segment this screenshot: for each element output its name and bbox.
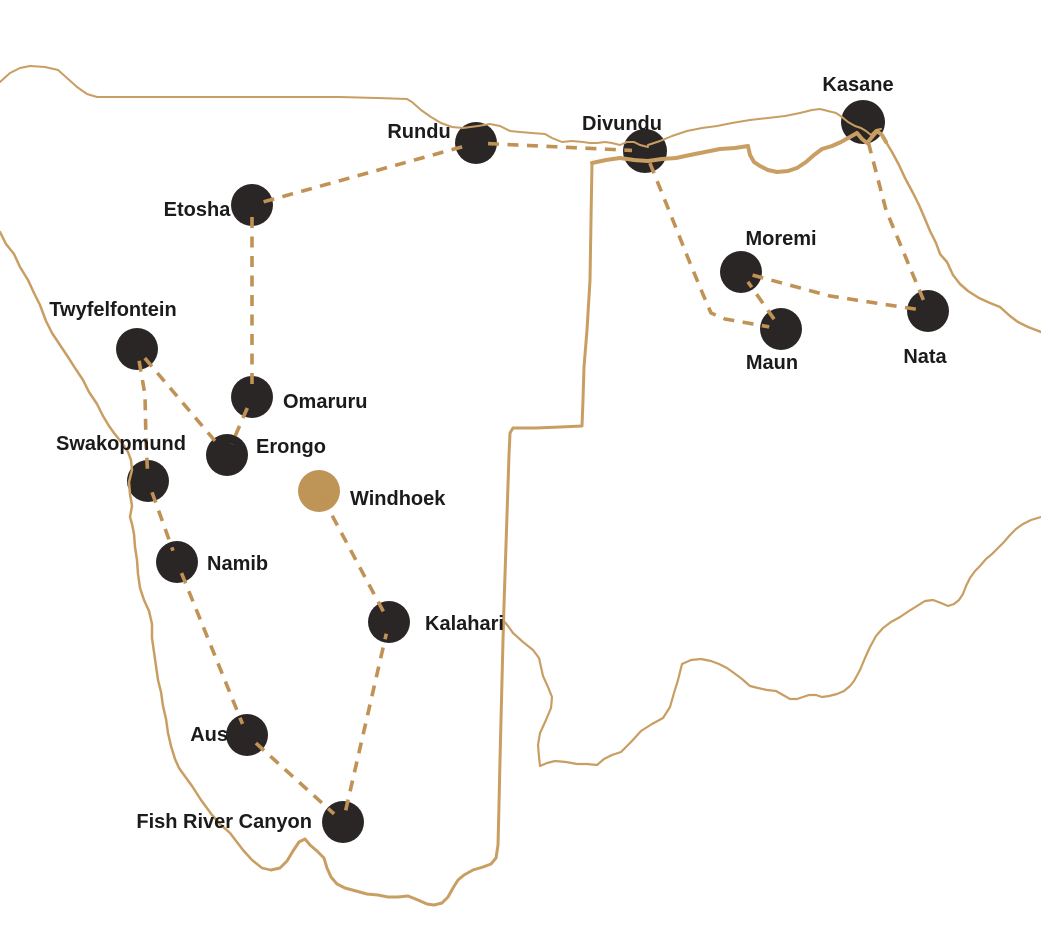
label-swakopmund: Swakopmund: [56, 433, 186, 455]
route-etosha-rundu: [263, 144, 465, 204]
route-omaruru-erongo: [230, 407, 249, 445]
marker-swakopmund[interactable]: [127, 460, 169, 502]
marker-windhoek[interactable]: [298, 470, 340, 512]
label-rundu: Rundu: [387, 121, 450, 143]
label-kasane: Kasane: [822, 74, 893, 96]
border-botswana-south-border: [501, 515, 1041, 768]
label-moremi: Moremi: [745, 228, 816, 250]
markers-layer: [116, 100, 949, 843]
marker-maun[interactable]: [760, 308, 802, 350]
label-fish-river-canyon: Fish River Canyon: [136, 811, 312, 833]
marker-fish-river-canyon[interactable]: [322, 801, 364, 843]
label-twyfelfontein: Twyfelfontein: [49, 299, 176, 321]
border-zimbabwe-border: [884, 140, 1041, 334]
marker-namib[interactable]: [156, 541, 198, 583]
label-aus: Aus: [190, 724, 228, 746]
border-atlantic-coast: [0, 230, 273, 872]
marker-moremi[interactable]: [720, 251, 762, 293]
route-namib-aus: [179, 572, 245, 725]
marker-erongo[interactable]: [206, 434, 248, 476]
route-moremi-nata: [752, 273, 917, 311]
route-aus-fish-river-canyon: [254, 741, 336, 816]
border-north-border: [0, 65, 649, 148]
marker-nata[interactable]: [907, 290, 949, 332]
borders-layer: [0, 65, 1041, 907]
route-rundu-divundu: [487, 141, 633, 153]
label-etosha: Etosha: [164, 199, 232, 221]
route-maun-moremi: [746, 280, 776, 321]
label-maun: Maun: [746, 352, 798, 374]
route-swakopmund-namib: [150, 491, 175, 552]
route-fish-river-canyon-kalahari: [343, 633, 389, 811]
route-kalahari-windhoek: [323, 500, 385, 613]
label-omaruru: Omaruru: [283, 391, 367, 413]
border-caprivi-botswana-border: [590, 129, 888, 174]
label-kalahari: Kalahari: [425, 613, 504, 635]
marker-etosha[interactable]: [231, 184, 273, 226]
label-windhoek: Windhoek: [350, 488, 446, 510]
border-caprivi-north-line: [647, 108, 882, 146]
label-namib: Namib: [207, 553, 268, 575]
label-divundu: Divundu: [582, 113, 662, 135]
marker-rundu[interactable]: [455, 122, 497, 164]
marker-omaruru[interactable]: [231, 376, 273, 418]
route-divundu-maun: [648, 162, 770, 329]
marker-kalahari[interactable]: [368, 601, 410, 643]
route-layer: [137, 134, 926, 816]
border-namibia-east-south-border: [269, 161, 594, 907]
label-nata: Nata: [903, 346, 947, 368]
label-erongo: Erongo: [256, 436, 326, 458]
